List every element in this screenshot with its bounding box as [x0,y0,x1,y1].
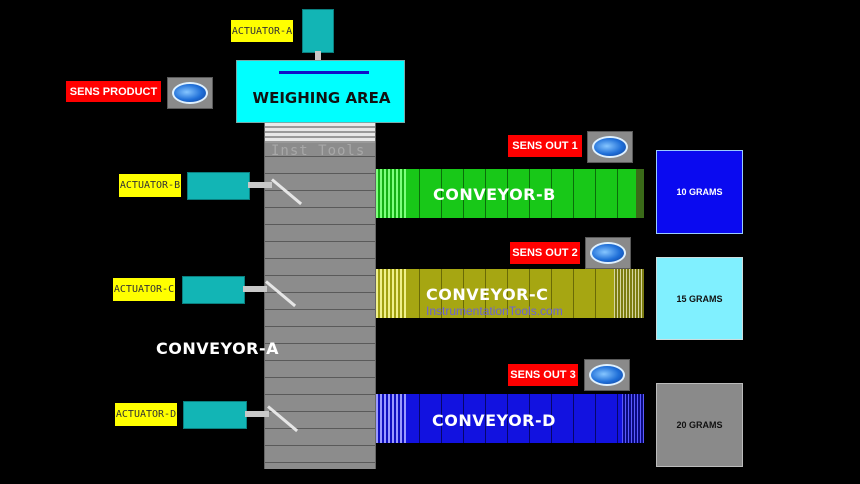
actuator-d-rod [245,411,269,417]
actuator-c-rod [243,286,267,292]
conveyor-d[interactable]: CONVEYOR-D [376,394,644,443]
bin-10-grams[interactable]: 10 GRAMS [656,150,743,234]
conveyor-c-end [614,269,644,318]
conveyor-c-roller-edge [376,269,406,318]
weighing-area-label: WEIGHING AREA [252,89,391,107]
watermark-inst-tools: Inst Tools [271,143,366,159]
conveyor-d-roller-edge [376,394,406,443]
sens-product-label: SENS PRODUCT [66,81,161,102]
sens-product-sensor[interactable] [167,77,213,109]
actuator-a-label: ACTUATOR-A [231,20,293,42]
bin-15-grams[interactable]: 15 GRAMS [656,257,743,340]
actuator-a-cylinder[interactable] [302,9,334,53]
photo-eye-icon [592,136,628,158]
sens-out-1-sensor[interactable] [587,131,633,163]
actuator-b-label: ACTUATOR-B [119,174,181,197]
sens-out-3-label: SENS OUT 3 [508,364,578,386]
photo-eye-icon [589,364,625,386]
photo-eye-icon [172,82,208,104]
conveyor-b-roller-edge [376,169,406,218]
conveyor-a-label: CONVEYOR-A [156,339,280,358]
sens-out-2-label: SENS OUT 2 [510,242,580,264]
actuator-c-label: ACTUATOR-C [113,278,175,301]
conveyor-b-end [636,169,644,218]
photo-eye-icon [590,242,626,264]
conveyor-d-end [622,394,644,443]
actuator-b-cylinder[interactable] [187,172,250,200]
conveyor-c[interactable]: CONVEYOR-C InstrumentationTools.com [376,269,644,318]
sens-out-3-sensor[interactable] [584,359,630,391]
sens-out-1-label: SENS OUT 1 [508,135,582,157]
sens-out-2-sensor[interactable] [585,237,631,269]
weighing-area[interactable]: WEIGHING AREA [236,60,405,123]
watermark-instrumentationtools: InstrumentationTools.com [426,304,563,318]
actuator-d-cylinder[interactable] [183,401,247,429]
conveyor-a-head [265,123,375,143]
conveyor-b[interactable]: CONVEYOR-B [376,169,644,218]
conveyor-c-label: CONVEYOR-C [426,285,549,304]
conveyor-b-label: CONVEYOR-B [433,185,556,204]
weighing-plate [279,71,369,74]
actuator-d-label: ACTUATOR-D [115,403,177,426]
conveyor-d-label: CONVEYOR-D [432,411,556,430]
actuator-b-rod [248,182,272,188]
bin-20-grams[interactable]: 20 GRAMS [656,383,743,467]
actuator-c-cylinder[interactable] [182,276,245,304]
